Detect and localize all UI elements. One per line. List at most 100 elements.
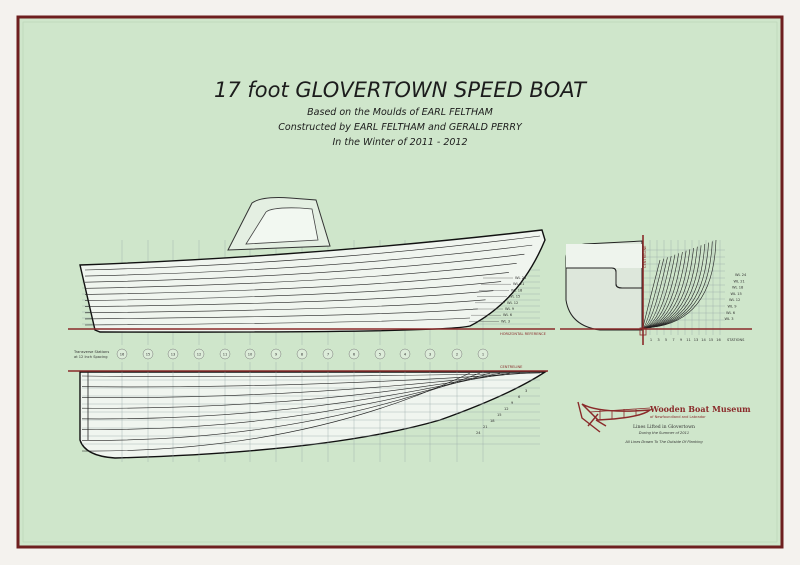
waterline-plan xyxy=(81,372,511,409)
station-marker xyxy=(167,348,179,360)
station-marker xyxy=(193,348,205,360)
museum-line-3: All Lines Drawn To The Outside Of Planki… xyxy=(624,440,703,444)
station-marker xyxy=(270,348,282,360)
buttock-line xyxy=(84,308,478,320)
station-label: 1 xyxy=(482,353,484,357)
station-marker xyxy=(477,348,489,360)
buttock-line xyxy=(84,263,517,289)
station-section xyxy=(642,243,706,329)
body-station-number: 14 xyxy=(701,338,706,342)
plan-line-label: 12 xyxy=(504,407,509,411)
station-label: 5 xyxy=(379,353,381,357)
plan-line-label: 9 xyxy=(511,401,514,405)
waterline-plan xyxy=(81,372,501,420)
body-waterline-label: WL 6 xyxy=(726,311,736,315)
station-section xyxy=(642,245,702,329)
body-waterline-label: WL 18 xyxy=(732,286,744,290)
station-marker xyxy=(322,348,334,360)
subtitle-3: In the Winter of 2011 - 2012 xyxy=(333,137,468,148)
waterline-label: WL 21 xyxy=(513,282,524,286)
waterline-label: WL 6 xyxy=(503,313,513,317)
body-waterline-label: WL 15 xyxy=(731,292,742,296)
buttock-line xyxy=(84,281,502,301)
profile-view: HORIZONTAL REFERENCE WL 24 WL 21 WL 18 WL 1… xyxy=(68,197,555,345)
station-section xyxy=(642,250,687,329)
station-label: 12 xyxy=(197,353,202,357)
museum-line-1: Lines Lifted in Glovertown xyxy=(633,424,695,430)
station-label: 15 xyxy=(146,353,151,357)
horizontal-reference-label: HORIZONTAL REFERENCE xyxy=(500,332,547,336)
waterline-label: WL 15 xyxy=(509,295,520,299)
station-marker xyxy=(244,348,256,360)
body-station-number: 13 xyxy=(694,338,699,342)
plan-line-label: 18 xyxy=(490,419,495,423)
station-marker xyxy=(451,348,463,360)
body-plan: CENTRELINE WL 24 WL 21 WL 18 WL 15 WL 12 WL 9… xyxy=(560,235,752,345)
station-marker xyxy=(296,348,308,360)
station-label: 10 xyxy=(248,353,253,357)
body-station-number: 15 xyxy=(709,338,714,342)
stations-note-2: at 12 Inch Spacing xyxy=(74,355,108,359)
station-section xyxy=(642,257,668,329)
hull-profile xyxy=(79,229,546,333)
body-station-number: 1 xyxy=(650,338,652,342)
body-waterline-label: WL 24 xyxy=(735,273,747,277)
museum-name: Wooden Boat Museum xyxy=(649,404,751,414)
body-station-number: 9 xyxy=(680,338,683,342)
body-station-number: 7 xyxy=(672,338,674,342)
waterline-plan xyxy=(81,372,541,377)
station-label: 8 xyxy=(301,353,304,357)
museum-region: of Newfoundland and Labrador xyxy=(650,415,706,419)
station-section xyxy=(642,255,672,329)
waterline-label: WL 9 xyxy=(505,307,515,311)
station-label: 9 xyxy=(275,353,278,357)
body-centreline-label: CENTRELINE xyxy=(643,245,647,268)
station-marker xyxy=(348,348,360,360)
plan-line-label: 24 xyxy=(476,431,481,435)
station-label: 3 xyxy=(429,353,431,357)
plan-line-label: 21 xyxy=(483,425,488,429)
subtitle-2: Constructed by EARL FELTHAM and GERALD P… xyxy=(278,122,523,133)
title: 17 foot GLOVERTOWN SPEED BOAT xyxy=(214,78,588,102)
body-waterline-label: WL 9 xyxy=(728,305,738,309)
station-marker xyxy=(399,348,411,360)
body-station-number: 16 xyxy=(716,338,721,342)
station-marker xyxy=(374,348,386,360)
station-section xyxy=(642,239,717,329)
body-waterline-label: WL 12 xyxy=(729,298,740,302)
station-label: 7 xyxy=(327,353,329,357)
station-label: 13 xyxy=(171,353,176,357)
station-label: 4 xyxy=(404,353,407,357)
waterline-plan xyxy=(81,372,471,452)
museum-logo: Wooden Boat Museum of Newfoundland and L… xyxy=(577,401,751,433)
buttock-line xyxy=(84,244,533,277)
subtitle-1: Based on the Moulds of EARL FELTHAM xyxy=(307,107,493,118)
buttock-line xyxy=(84,272,509,295)
station-label: 6 xyxy=(353,353,356,357)
buttock-line xyxy=(84,253,525,283)
body-waterline-label: WL 21 xyxy=(734,279,745,283)
station-marker xyxy=(116,348,128,360)
cabin-window xyxy=(245,207,319,245)
body-stations-label: STATIONS xyxy=(727,338,745,342)
station-label: 2 xyxy=(456,353,458,357)
waterline-label: WL 18 xyxy=(511,288,523,292)
station-marker xyxy=(424,348,436,360)
body-station-number: 3 xyxy=(657,338,659,342)
waterline-plan xyxy=(81,372,521,398)
body-station-number: 11 xyxy=(686,338,691,342)
station-marker xyxy=(142,348,154,360)
plan-centreline-label: CENTRELINE xyxy=(500,365,523,369)
buttock-line xyxy=(84,290,494,307)
plan-line-label: 3 xyxy=(525,389,527,393)
museum-line-2: During the Summer of 2011 xyxy=(639,431,689,435)
waterline-label: WL 3 xyxy=(501,319,510,323)
waterline-label: WL 24 xyxy=(515,276,527,280)
station-section xyxy=(642,258,665,329)
station-label: 11 xyxy=(223,353,228,357)
station-label: 16 xyxy=(120,353,125,357)
waterline-label: WL 12 xyxy=(507,301,518,305)
